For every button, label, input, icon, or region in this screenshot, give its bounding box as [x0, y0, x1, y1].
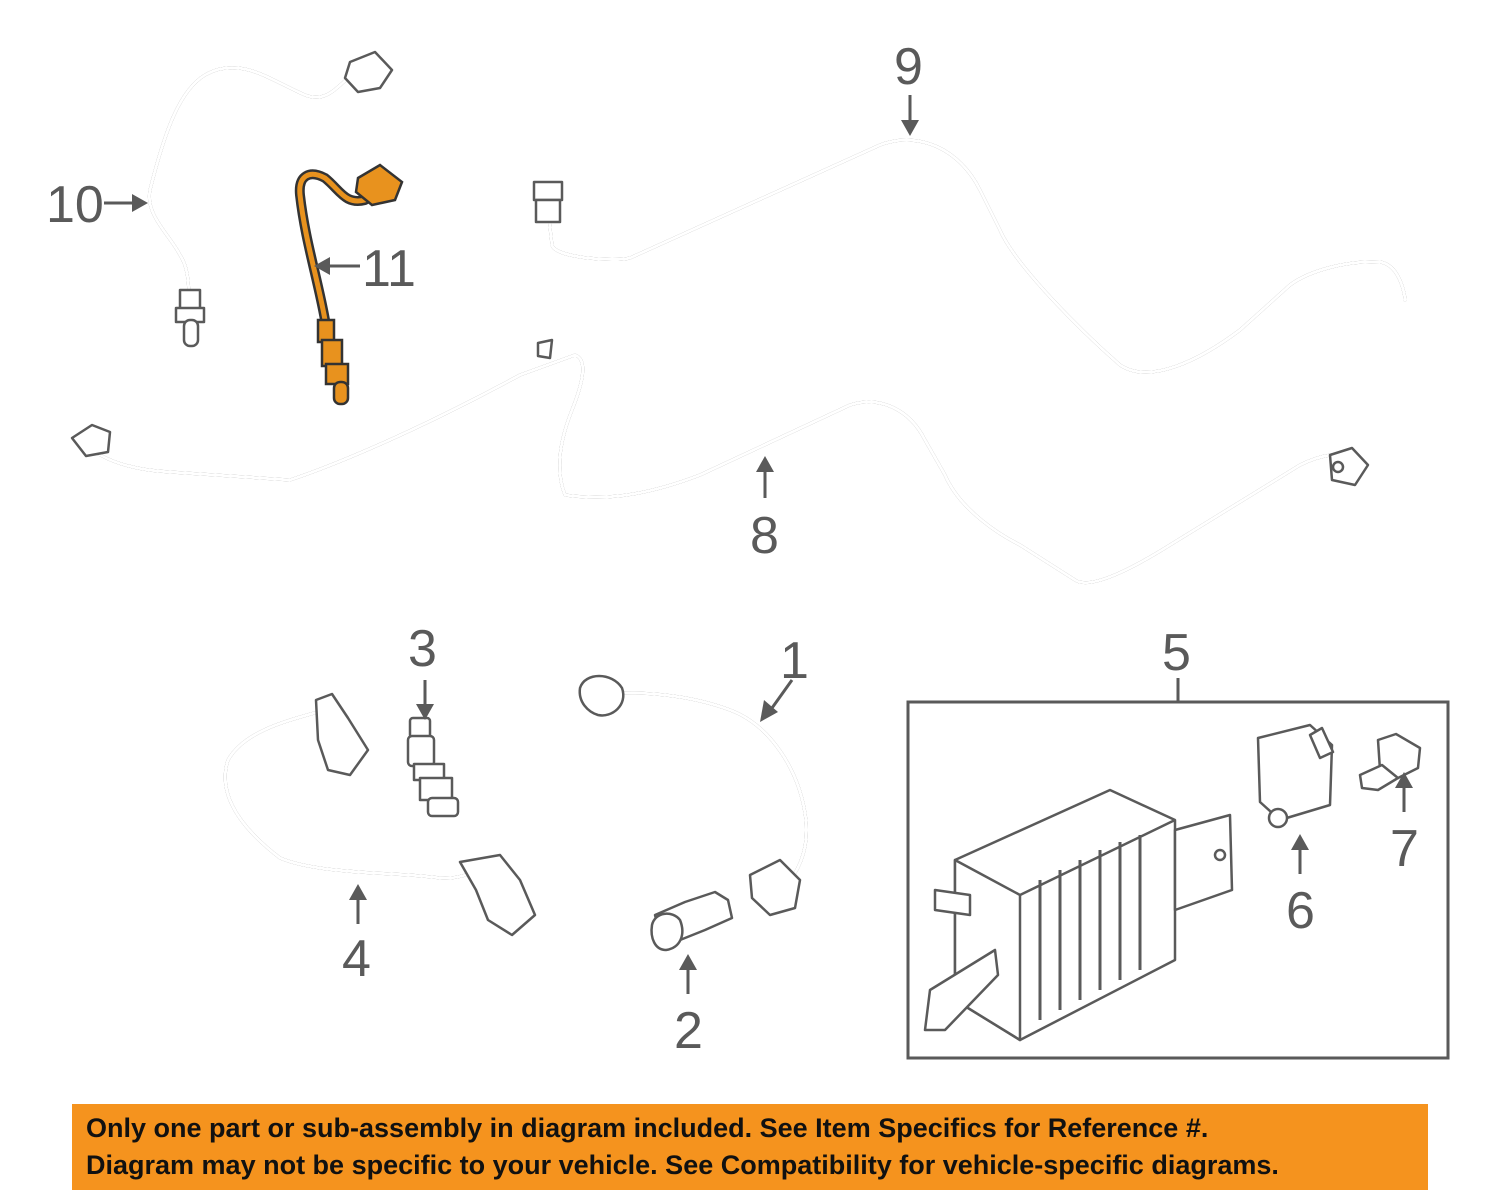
callout-9: 9: [894, 38, 923, 96]
part-1-hose[interactable]: [578, 674, 809, 917]
part-8-tube[interactable]: [70, 338, 1370, 585]
disclaimer-line-2: Diagram may not be specific to your vehi…: [86, 1150, 1279, 1180]
part-6-solenoid[interactable]: [1256, 723, 1335, 829]
part-3-valve[interactable]: [406, 716, 460, 818]
callout-6: 6: [1286, 882, 1315, 940]
part-10-oxygen-sensor[interactable]: [147, 50, 394, 348]
disclaimer-line-1: Only one part or sub-assembly in diagram…: [86, 1113, 1209, 1143]
part-7-fitting[interactable]: [1358, 732, 1422, 792]
callout-1: 1: [780, 632, 809, 690]
part-9-tube[interactable]: [532, 138, 1407, 374]
callout-5: 5: [1162, 624, 1191, 682]
callout-7: 7: [1390, 820, 1419, 878]
callout-4: 4: [342, 930, 371, 988]
part-2-sensor[interactable]: [650, 890, 734, 952]
part-4-hose[interactable]: [223, 692, 537, 937]
callout-8: 8: [750, 507, 779, 565]
callout-2: 2: [674, 1002, 703, 1060]
callout-arrows: [104, 95, 1413, 994]
callout-11: 11: [362, 240, 416, 298]
part-11-oxygen-sensor-highlighted[interactable]: [294, 163, 404, 406]
callout-10: 10: [46, 176, 104, 234]
part-5-vapor-canister[interactable]: [906, 700, 1450, 1060]
disclaimer-banner: Only one part or sub-assembly in diagram…: [72, 1104, 1428, 1190]
callout-3: 3: [408, 620, 437, 678]
